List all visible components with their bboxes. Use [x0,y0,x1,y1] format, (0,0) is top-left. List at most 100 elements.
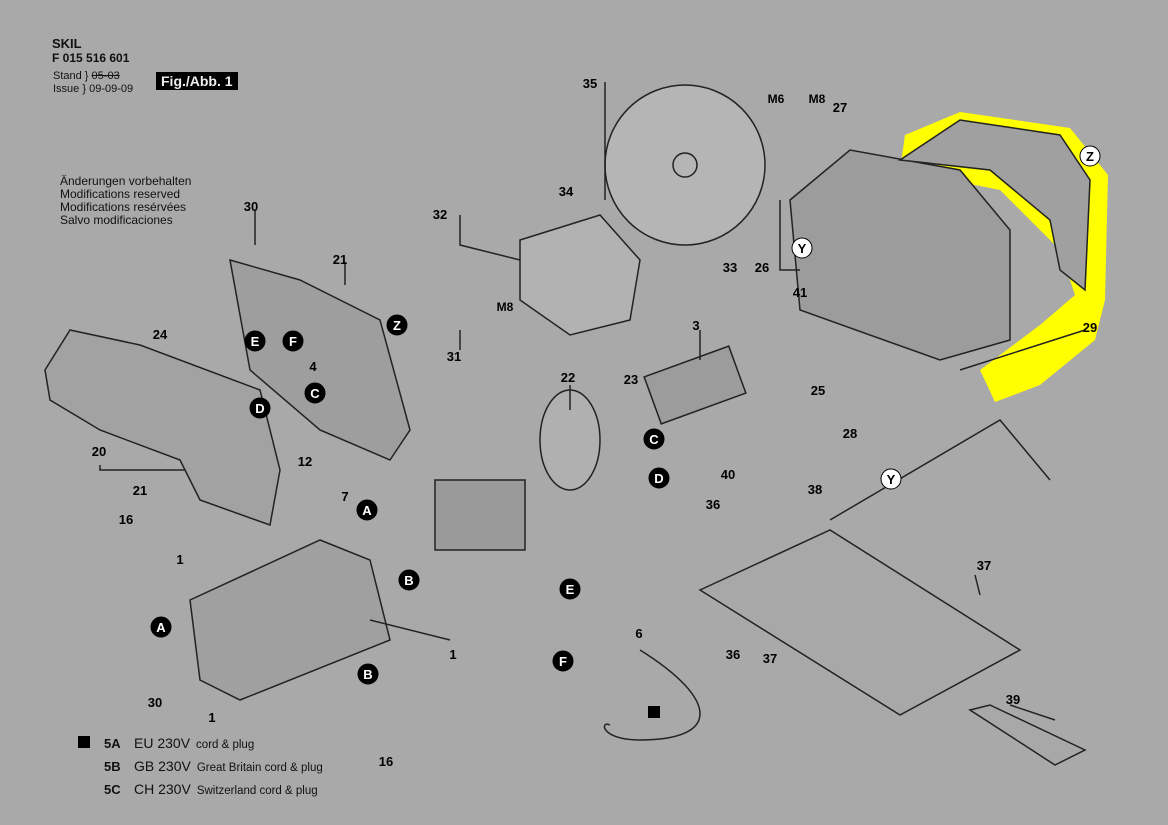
note: Änderungen vorbehalten [60,174,192,188]
marker-label: E [566,582,575,597]
part-callout-40: 40 [721,467,735,482]
marker-label: A [362,503,372,518]
power-cord [603,649,701,741]
part-callout-36: 36 [706,497,720,512]
part-callout-1: 1 [176,552,183,567]
legend-code: 5A [104,736,121,751]
marker-label: D [255,401,264,416]
upper-guard [789,149,1011,361]
part-number: F 015 516 601 [52,51,130,65]
stand-value: 05-03 [91,70,120,82]
part-callout-25: 25 [811,383,825,398]
marker-circle-f [282,330,304,352]
marker-label: F [289,334,297,349]
marker-circle-d [249,397,271,419]
marker-circle-d [648,467,670,489]
legend-voltage: GB 230V [134,758,191,774]
issue-value: 09-09-09 [89,83,134,95]
part-callout-23: 23 [624,372,638,387]
base-plate [698,529,1022,716]
marker-label: Y [887,472,896,487]
marker-circle-y [791,237,813,259]
marker-circle-b [398,569,420,591]
part-callout-38: 38 [808,482,822,497]
legend-row: 5B GB 230V Great Britain cord & plug [78,756,323,779]
part-callout-7: 7 [341,489,348,504]
part-callout-3: 3 [692,318,699,333]
part-callout-1: 1 [208,710,215,725]
figure-label: Fig./Abb. 1 [156,72,238,90]
part-callout-32: 32 [433,207,447,222]
part-callout-4: 4 [309,359,317,374]
legend-voltage: CH 230V [134,781,191,797]
lower-guard [519,214,641,336]
marker-circle-c [643,428,665,450]
housing-half [229,258,411,461]
marker-label: Z [1086,149,1094,164]
part-callout-1: 1 [449,647,456,662]
issue-label: Issue [53,83,80,95]
note: Modifications resérvées [60,200,187,214]
part-callout-33: 33 [723,260,737,275]
part-callout-34: 34 [559,184,574,199]
part-callout-30: 30 [244,199,258,214]
part-callout-35: 35 [583,76,597,91]
part-callout-16: 16 [119,512,133,527]
marker-circle-z [1079,145,1101,167]
part-callout-20: 20 [92,444,106,459]
marker-label: D [654,471,663,486]
part-callout-M6: M6 [768,92,785,106]
black-square-icon [78,736,90,748]
part-callout-6: 6 [635,626,642,641]
part-callout-36: 36 [726,647,740,662]
part-callout-37: 37 [977,558,991,573]
revision-info: Stand } 05-03 Issue } 09-09-09 [53,70,134,95]
part-callout-M8: M8 [809,92,826,106]
note: Salvo modificaciones [60,213,173,227]
rip-fence [968,704,1087,766]
part-callout-12: 12 [298,454,312,469]
part-callout-27: 27 [833,100,847,115]
stand-label: Stand [53,70,82,82]
part-callout-M8: M8 [497,300,514,314]
bevel-guide [829,419,1051,521]
legend-desc: cord & plug [196,739,255,751]
marker-circle-b [357,663,379,685]
part-callout-29: 29 [1083,320,1097,335]
guard-cover-29 [897,119,1091,292]
part-callout-37: 37 [763,651,777,666]
brand: SKIL [52,36,82,51]
part-callout-39: 39 [1006,692,1020,707]
marker-label: A [156,620,166,635]
marker-circle-z [386,314,408,336]
marker-circle-e [244,330,266,352]
part-callout-22: 22 [561,370,575,385]
part-callout-31: 31 [447,349,461,364]
part-callout-28: 28 [843,426,857,441]
eu-cord-marker [648,706,660,718]
part-callout-21: 21 [333,252,347,267]
handle [44,329,281,527]
legend-desc: Great Britain cord & plug [196,762,323,774]
marker-circle-c [304,382,326,404]
marker-circle-f [552,650,574,672]
marker-label: Z [393,318,401,333]
part-callout-30: 30 [148,695,162,710]
marker-label: B [363,667,372,682]
marker-label: F [559,654,567,669]
marker-circle-a [356,499,378,521]
note: Modifications reserved [60,187,181,201]
marker-label: C [310,386,320,401]
legend-code: 5B [104,759,121,774]
marker-label: C [649,432,659,447]
marker-label: Y [798,241,807,256]
armature [643,345,747,425]
stator [434,479,526,551]
part-callout-21: 21 [133,483,147,498]
marker-label: E [251,334,260,349]
